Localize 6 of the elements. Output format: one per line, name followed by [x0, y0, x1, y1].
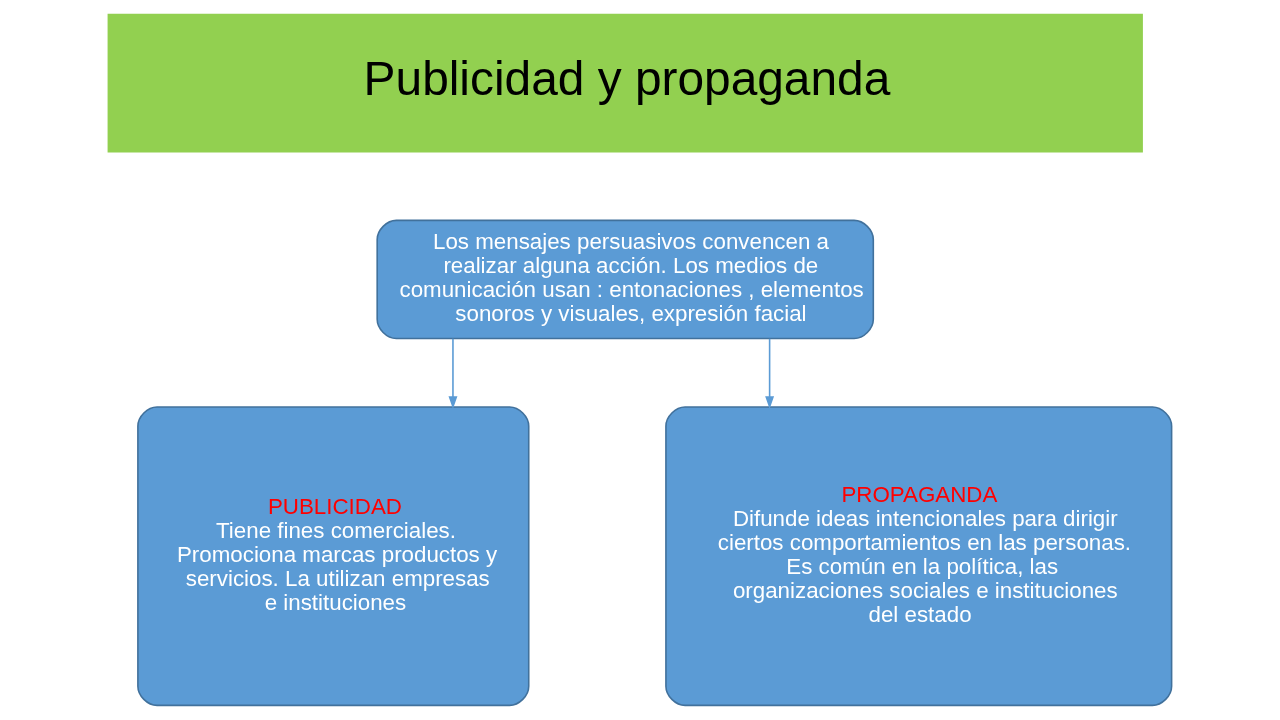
node-box: Publicidad y propaganda [107, 13, 1143, 153]
node-box: Los mensajes persuasivos convencen a realizar alguna acción. Los medios de comunicación usan : entonaciones , elementos sonoros y visuales, expresión facial [376, 219, 875, 340]
node-box: PUBLICIDAD Tiene fines comerciales. Promociona marcas productos y servicios. La utilizan empresas e instituciones [137, 406, 530, 707]
arrow [765, 338, 775, 409]
node-box: PROPAGANDA Difunde ideas intencionales para dirigir ciertos comportamientos en las personas. Es común en la política, las organizaciones sociales e instituciones del estado [665, 406, 1173, 707]
arrow [448, 338, 458, 409]
